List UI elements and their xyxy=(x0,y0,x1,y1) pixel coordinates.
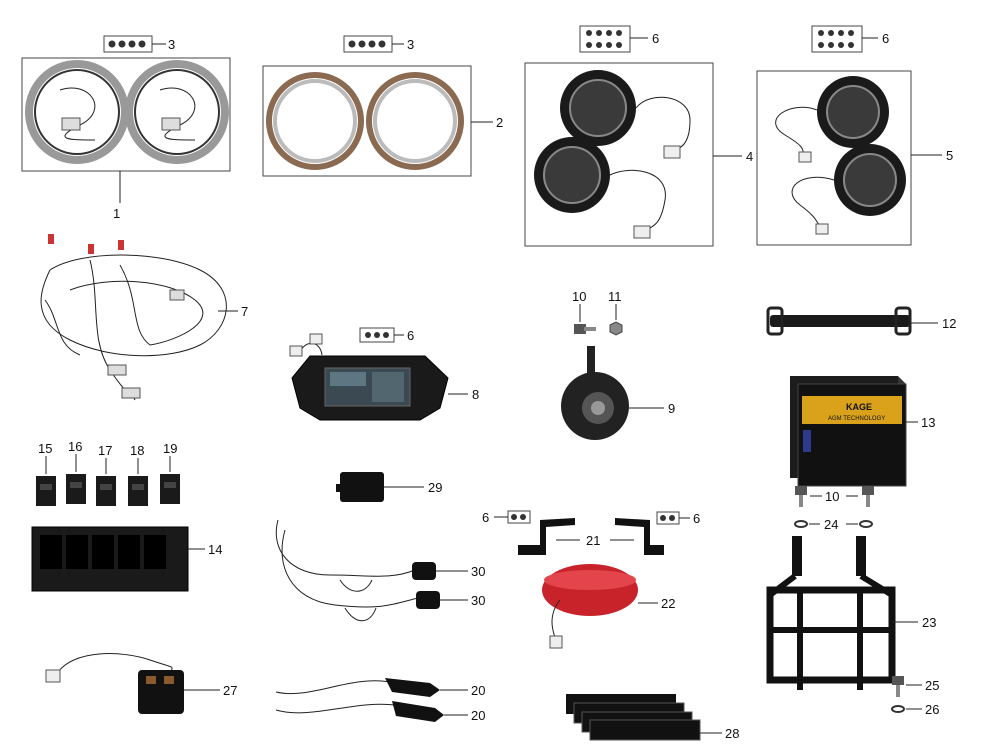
callout-30a: 30 xyxy=(471,564,485,579)
callout-21: 21 xyxy=(586,533,600,548)
callout-3b: 3 xyxy=(407,37,414,52)
callout-2: 2 xyxy=(496,115,503,130)
part-26-washer xyxy=(891,705,922,713)
part-29-flasher-relay xyxy=(336,472,424,502)
part-18-switch xyxy=(128,458,148,506)
part-10-bolt-upper xyxy=(574,304,596,334)
part-30-indicator-lower xyxy=(281,529,468,622)
part-11-nut xyxy=(609,304,623,336)
part-10-bolts-lower xyxy=(795,486,874,507)
part-16-switch xyxy=(66,454,86,504)
callout-20a: 20 xyxy=(471,683,485,698)
part-23-battery-bracket xyxy=(766,536,918,690)
callout-22: 22 xyxy=(661,596,675,611)
battery-brand: KAGE xyxy=(846,402,872,412)
callout-9: 9 xyxy=(668,401,675,416)
callout-12: 12 xyxy=(942,316,956,331)
screw-set-3a xyxy=(103,35,166,53)
callout-13: 13 xyxy=(921,415,935,430)
part-30-indicator-upper xyxy=(275,519,468,592)
part-20-turn-signal-upper xyxy=(275,678,468,697)
callout-10b: 10 xyxy=(825,489,839,504)
part-4-headlights xyxy=(524,62,742,247)
callout-28: 28 xyxy=(725,726,739,741)
screw-set-6b xyxy=(811,25,878,53)
callout-6b: 6 xyxy=(882,31,889,46)
battery-subtext: AGM TECHNOLOGY xyxy=(828,416,885,422)
part-19-switch xyxy=(160,456,180,504)
part-25-bolt xyxy=(892,676,922,697)
callout-27: 27 xyxy=(223,683,237,698)
callout-19: 19 xyxy=(163,441,177,456)
part-24-washers xyxy=(794,520,873,528)
callout-3a: 3 xyxy=(168,37,175,52)
part-12-battery-strap xyxy=(766,306,938,336)
callout-23: 23 xyxy=(922,615,936,630)
part-28-rubber-pads xyxy=(566,694,722,741)
part-15-switch xyxy=(36,456,56,506)
callout-24: 24 xyxy=(824,517,838,532)
callout-4: 4 xyxy=(746,149,753,164)
callout-18: 18 xyxy=(130,443,144,458)
callout-15: 15 xyxy=(38,441,52,456)
part-9-horn xyxy=(561,346,664,440)
part-13-battery: KAGE AGM TECHNOLOGY xyxy=(790,376,918,487)
callout-26: 26 xyxy=(925,702,939,717)
callout-1: 1 xyxy=(113,206,120,221)
callout-17: 17 xyxy=(98,443,112,458)
part-21-bracket-left xyxy=(518,518,575,555)
callout-16: 16 xyxy=(68,439,82,454)
part-2-chrome-rings xyxy=(262,65,493,177)
part-5-headlights xyxy=(756,70,942,246)
callout-6e: 6 xyxy=(693,511,700,526)
part-27-starter-relay xyxy=(45,653,220,714)
callout-10a: 10 xyxy=(572,289,586,304)
callout-7: 7 xyxy=(241,304,248,319)
callout-29: 29 xyxy=(428,480,442,495)
part-21-bracket-right xyxy=(615,518,664,555)
part-7-wiring-harness xyxy=(40,234,238,401)
part-1-ring-harness xyxy=(21,57,231,203)
callout-25: 25 xyxy=(925,678,939,693)
callout-5: 5 xyxy=(946,148,953,163)
callout-6c: 6 xyxy=(407,328,414,343)
callout-14: 14 xyxy=(208,542,222,557)
part-20-turn-signal-lower xyxy=(275,701,468,722)
callout-20b: 20 xyxy=(471,708,485,723)
screw-set-6d xyxy=(494,510,531,524)
screw-set-6c xyxy=(359,327,404,343)
part-17-switch xyxy=(96,458,116,506)
callout-11: 11 xyxy=(608,289,622,304)
callout-6d: 6 xyxy=(482,510,489,525)
callout-30b: 30 xyxy=(471,593,485,608)
screw-set-3b xyxy=(343,35,404,53)
callout-8: 8 xyxy=(472,387,479,402)
part-8-dashboard xyxy=(289,333,468,421)
screw-set-6e xyxy=(656,511,690,525)
callout-6a: 6 xyxy=(652,31,659,46)
part-22-tail-light xyxy=(542,564,658,649)
part-14-switch-panel xyxy=(31,526,205,592)
screw-set-6a xyxy=(579,25,648,53)
